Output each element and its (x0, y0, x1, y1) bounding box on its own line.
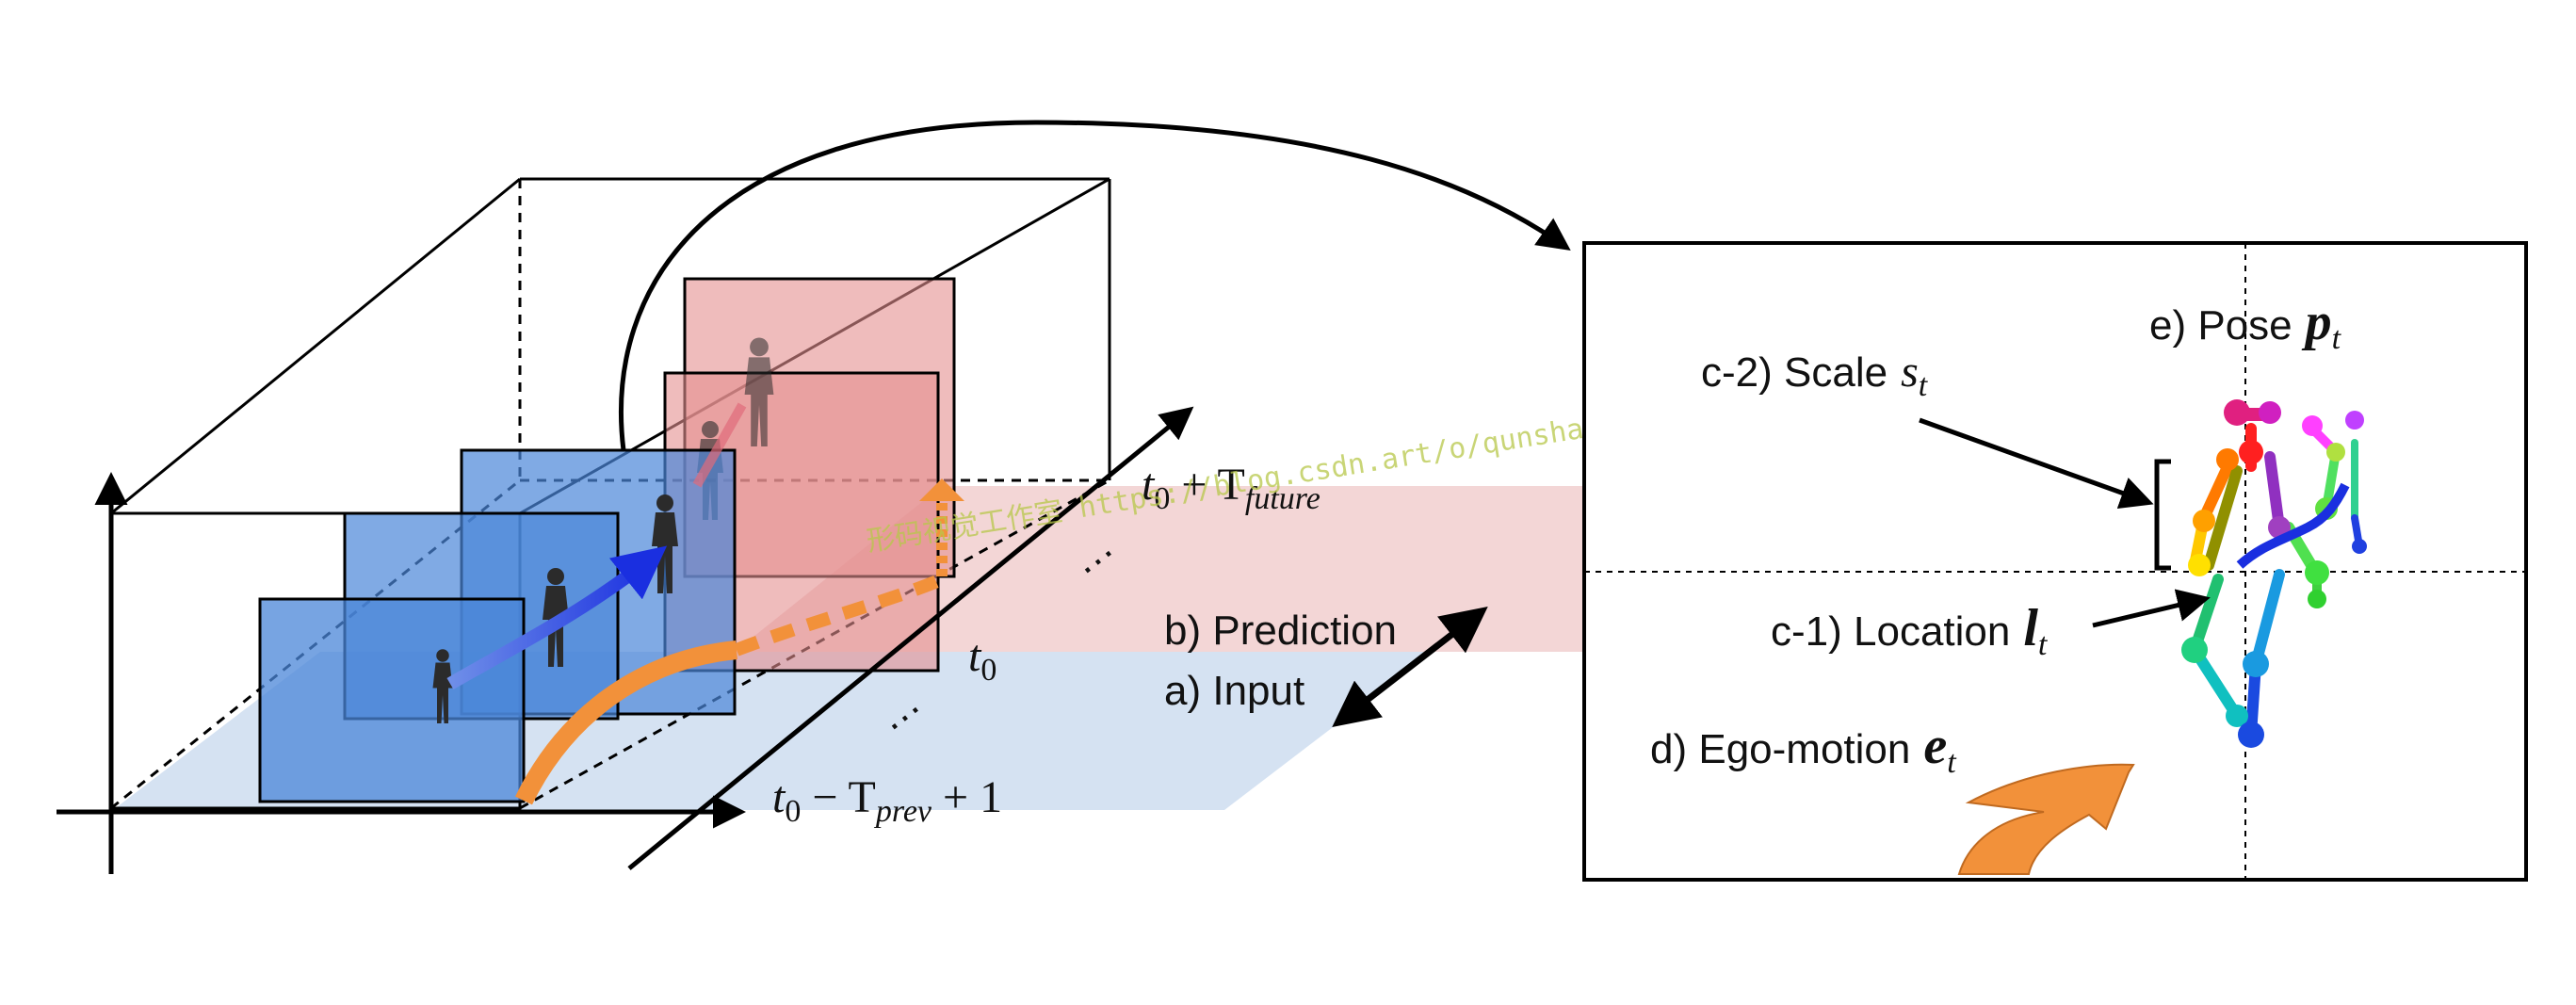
input-prediction-double-arrow (1332, 607, 1488, 727)
scale-pointer-arrow (1919, 417, 2154, 509)
ego-motion-arrowhead (919, 478, 964, 501)
label-t-future: t0 + Tfuture (1142, 460, 1320, 516)
location-pointer-arrow (2092, 589, 2211, 628)
label-t-prev: t0 − Tprev + 1 (772, 772, 1002, 829)
location-trajectory (2236, 482, 2350, 569)
axes (57, 406, 1194, 874)
ego-motion-arrow-icon (1957, 763, 2135, 875)
label-input: a) Input (1164, 668, 1304, 714)
predicted-trajectory (692, 402, 747, 488)
ego-motion-path-future (734, 573, 945, 656)
scale-bracket (2154, 459, 2171, 571)
zoom-arrow (618, 120, 1571, 451)
past-trajectory (446, 545, 668, 690)
ego-motion-path-past (515, 640, 737, 805)
label-prediction: b) Prediction (1164, 608, 1397, 654)
label-t0: t0 (968, 631, 996, 688)
input-frames (258, 448, 737, 803)
